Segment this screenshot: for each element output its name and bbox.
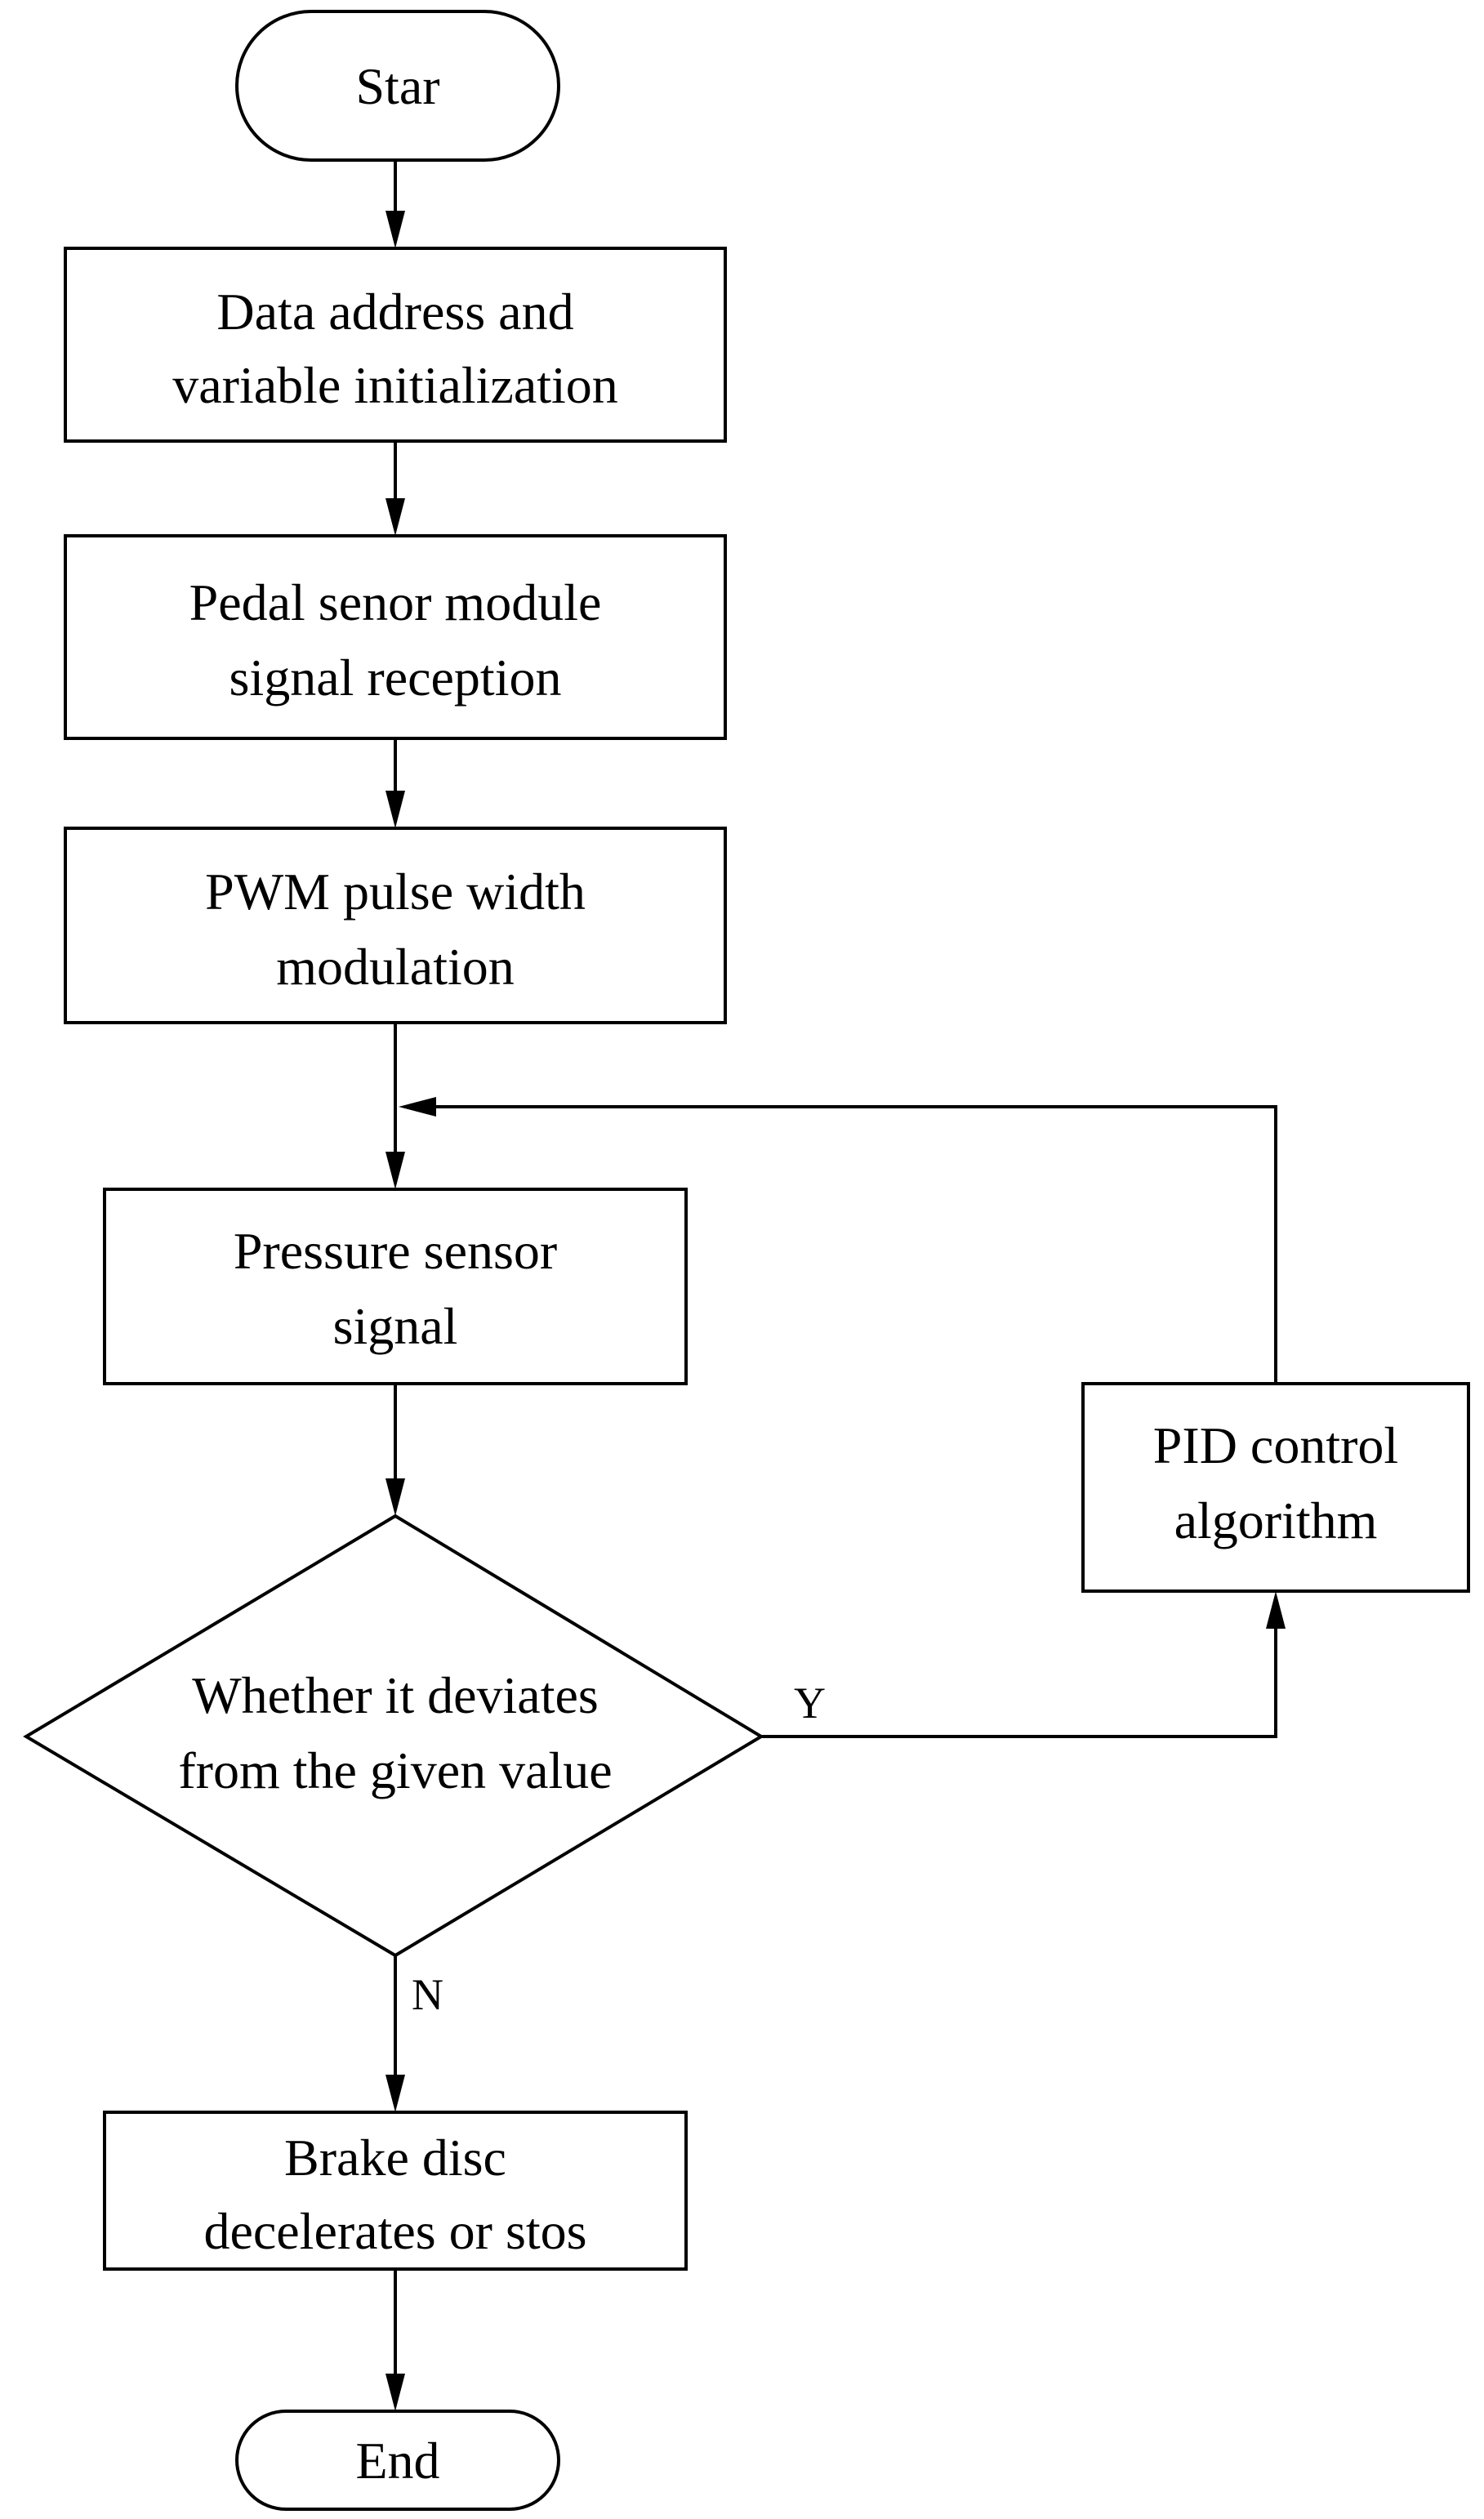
start-terminator bbox=[235, 10, 560, 162]
edge-decision-to-pid bbox=[761, 1629, 1277, 1738]
connectors bbox=[385, 160, 1286, 2411]
pwm-label-line-2: modulation bbox=[276, 938, 515, 996]
arrowhead-pid-loop-back bbox=[399, 1097, 436, 1117]
end-label: End bbox=[355, 2432, 439, 2490]
end-node: End bbox=[235, 2410, 560, 2511]
init-process-box bbox=[64, 247, 727, 443]
pwm-node: PWM pulse width modulation bbox=[64, 827, 727, 1024]
pedal-label-line-1: Pedal senor module bbox=[189, 573, 602, 631]
arrowhead-decision-to-brake bbox=[385, 2075, 405, 2112]
init-label-line-1: Data address and bbox=[216, 283, 573, 341]
arrowhead-pedal-to-pwm bbox=[385, 791, 405, 828]
pedal-process-box bbox=[64, 534, 727, 740]
pwm-process-box bbox=[64, 827, 727, 1024]
arrowhead-pwm-to-pressure bbox=[385, 1152, 405, 1189]
brake-process-box bbox=[103, 2111, 688, 2271]
start-label: Star bbox=[355, 57, 439, 115]
end-terminator bbox=[235, 2410, 560, 2511]
pid-label-line-1: PID control bbox=[1153, 1416, 1398, 1474]
pid-process-box bbox=[1081, 1382, 1470, 1593]
decision-diamond bbox=[23, 1514, 764, 1958]
arrowhead-init-to-pedal bbox=[385, 498, 405, 536]
decision-node: Whether it deviates from the given value bbox=[23, 1514, 764, 1958]
decision-label-line-1: Whether it deviates bbox=[192, 1666, 599, 1724]
brake-label-line-2: decelerates or stos bbox=[203, 2202, 586, 2260]
pid-label-line-2: algorithm bbox=[1174, 1491, 1378, 1549]
start-node: Star bbox=[235, 10, 560, 162]
brake-node: Brake disc decelerates or stos bbox=[103, 2111, 688, 2271]
pressure-node: Pressure sensor signal bbox=[103, 1188, 688, 1385]
pid-node: PID control algorithm bbox=[1081, 1382, 1470, 1593]
yes-branch-label: Y bbox=[794, 1679, 826, 1728]
arrowhead-brake-to-end bbox=[385, 2374, 405, 2411]
pressure-label-line-1: Pressure sensor bbox=[234, 1222, 557, 1280]
pwm-label-line-1: PWM pulse width bbox=[205, 863, 586, 921]
pressure-label-line-2: signal bbox=[333, 1297, 458, 1355]
arrowhead-decision-to-pid bbox=[1266, 1591, 1286, 1629]
edge-pid-loop-back bbox=[436, 1105, 1277, 1384]
pedal-label-line-2: signal reception bbox=[230, 649, 562, 707]
init-label-line-2: variable initialization bbox=[172, 356, 618, 414]
pedal-node: Pedal senor module signal reception bbox=[64, 534, 727, 740]
pressure-process-box bbox=[103, 1188, 688, 1385]
brake-label-line-1: Brake disc bbox=[284, 2129, 506, 2187]
arrowhead-start-to-init bbox=[385, 211, 405, 248]
decision-label-line-2: from the given value bbox=[178, 1741, 612, 1799]
no-branch-label: N bbox=[412, 1970, 443, 2019]
arrowhead-pressure-to-decision bbox=[385, 1478, 405, 1516]
init-node: Data address and variable initialization bbox=[64, 247, 727, 443]
